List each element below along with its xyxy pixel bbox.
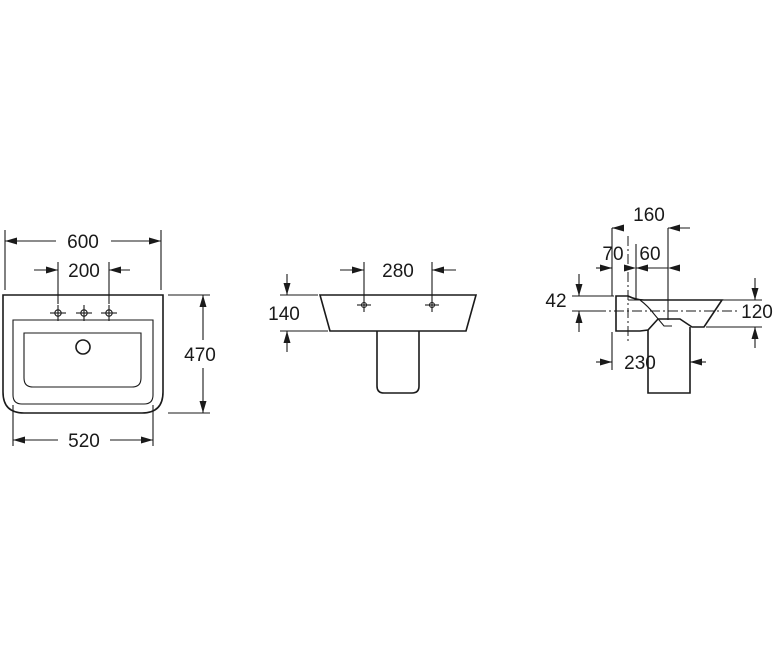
mount-hole-left-icon bbox=[357, 298, 371, 312]
tap-hole-right-icon bbox=[101, 305, 117, 321]
basin-side-outline bbox=[615, 295, 724, 332]
tap-hole-center-icon bbox=[76, 305, 92, 321]
basin-bowl-inner bbox=[23, 332, 142, 388]
basin-front-outline bbox=[318, 294, 478, 332]
dim-rim-offset: 42 bbox=[545, 291, 566, 312]
dim-projection: 160 bbox=[633, 205, 665, 226]
dim-width-overall: 600 bbox=[67, 232, 99, 253]
side-view: 160 70 60 42 120 230 bbox=[545, 205, 773, 394]
dim-inner-width: 520 bbox=[68, 431, 100, 452]
dim-tap-hole-spacing: 200 bbox=[68, 261, 100, 282]
top-view: 600 200 470 520 bbox=[2, 230, 216, 452]
dim-depth: 470 bbox=[184, 345, 216, 366]
basin-side-inner bbox=[628, 299, 672, 327]
dim-mount-spacing: 280 bbox=[382, 261, 414, 282]
dim-rim-height: 140 bbox=[268, 304, 300, 325]
basin-bowl bbox=[12, 319, 154, 405]
pedestal-front bbox=[376, 331, 420, 394]
dim-offset-b: 60 bbox=[639, 244, 660, 265]
tap-hole-left-icon bbox=[50, 305, 66, 321]
drain-icon bbox=[75, 339, 91, 355]
mount-hole-right-icon bbox=[425, 298, 439, 312]
dim-bowl-height: 120 bbox=[741, 302, 773, 323]
front-view: 280 140 bbox=[268, 261, 478, 394]
dim-pedestal-width: 230 bbox=[624, 353, 656, 374]
dim-offset-a: 70 bbox=[602, 244, 623, 265]
basin-outline bbox=[2, 294, 164, 414]
